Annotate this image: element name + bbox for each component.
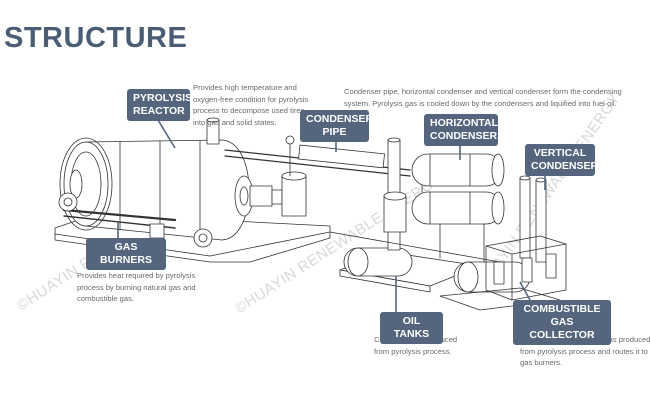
burners-description: Provides heat required by pyrolysis proc… <box>77 271 196 303</box>
burner-pipe <box>62 208 177 222</box>
leader-reactor <box>157 119 176 149</box>
reactor-description: Provides high temperature and oxygen-fre… <box>193 83 309 127</box>
label-pyrolysis-reactor: PYROLYSIS REACTOR <box>127 89 192 121</box>
label-combustible-gas-collector: COMBUSTIBLE GAS COLLECTOR <box>513 300 611 345</box>
leader-gas-collector <box>519 281 531 301</box>
label-gas-burners: GAS BURNERS <box>86 238 166 270</box>
condenser-pipe-jacket <box>298 144 385 169</box>
label-oil-tanks: OIL TANKS <box>380 312 443 344</box>
label-horizontal-condenser: HORIZONTAL CONDENSER <box>424 114 498 146</box>
vertical-condenser-1 <box>519 177 531 259</box>
separator-vessel <box>281 175 307 217</box>
label-vertical-condenser: VERTICAL CONDENSER <box>525 144 598 176</box>
page-title: STRUCTURE <box>4 22 188 54</box>
reactor-drum <box>85 139 250 241</box>
label-condenser-pipe: CONDENSER PIPE <box>300 110 373 142</box>
gas-collector-frame <box>485 235 567 301</box>
horizontal-condenser-2 <box>411 191 503 225</box>
horizontal-condenser-1 <box>411 153 503 187</box>
condensers-description: Condenser pipe, horizontal condenser and… <box>344 87 622 108</box>
vertical-condenser-2 <box>535 179 547 263</box>
